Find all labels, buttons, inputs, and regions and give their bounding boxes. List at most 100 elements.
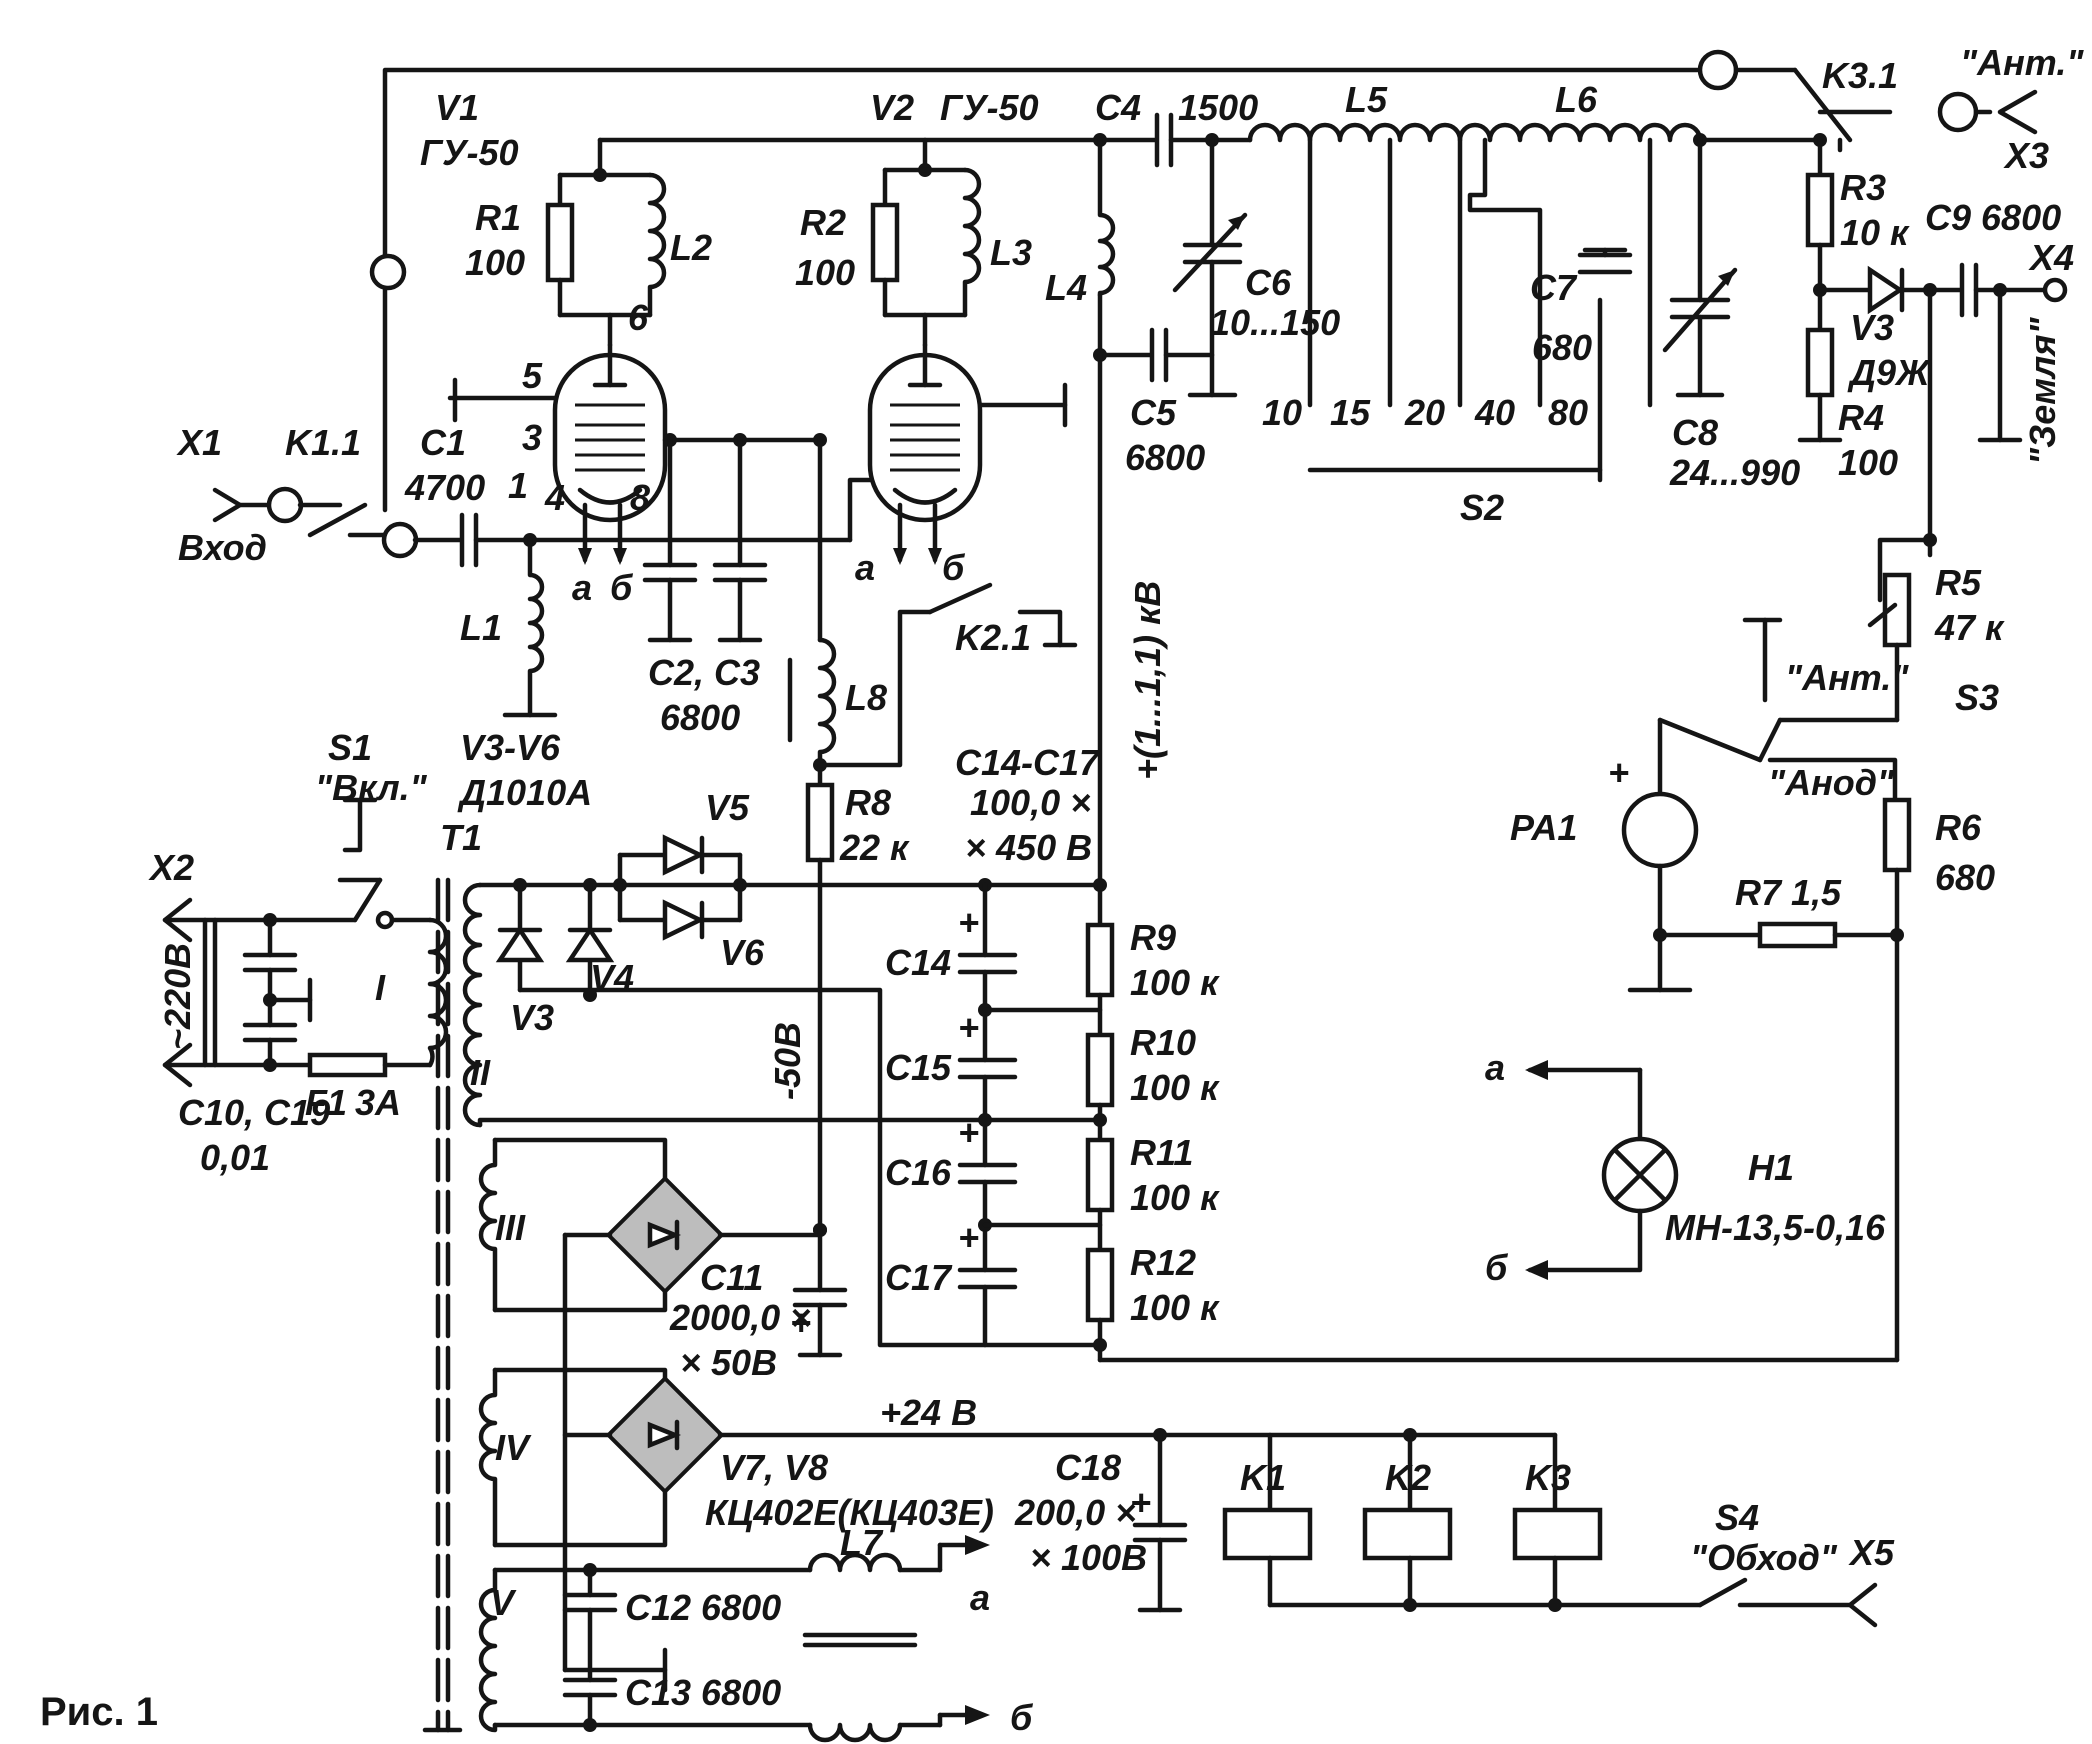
v1-anode-network (545, 137, 1103, 348)
s1-on-label: "Вкл." (315, 767, 428, 808)
v2-net-a: а (855, 547, 875, 588)
svg-text:+: + (1130, 1482, 1151, 1523)
figure-caption: Рис. 1 (40, 1690, 158, 1734)
l7-label: L7 (840, 1522, 884, 1563)
v1-pin6: 6 (628, 297, 649, 338)
bias-label: -50В (767, 1022, 808, 1100)
c10c19-ref: C10, C19 (178, 1092, 330, 1133)
c14-ref: C14 (885, 942, 951, 983)
c1-ref: C1 (420, 422, 466, 463)
meter-section (1621, 537, 1933, 1363)
svg-text:+: + (790, 1302, 811, 1343)
r6-ref: R6 (1935, 807, 1982, 848)
c18-value1: 200,0 × (1014, 1492, 1136, 1533)
c18-ref: C18 (1055, 1447, 1121, 1488)
winding-3-bias: + (478, 1137, 848, 1673)
v3v6-ref: V3-V6 (460, 727, 561, 768)
tube-v1 (447, 342, 823, 565)
screen-capacitors (642, 433, 827, 643)
tube-v2 (847, 342, 1068, 565)
r4-value: 100 (1838, 442, 1898, 483)
k1-label: K1 (1240, 1457, 1286, 1498)
svg-text:+: + (958, 902, 979, 943)
s3-ant-label: "Ант." (1785, 657, 1909, 698)
v7v8-ref: V7, V8 (720, 1447, 828, 1488)
r3-value: 10 к (1840, 212, 1910, 253)
c4-value: 1500 (1178, 87, 1258, 128)
v1-pin1: 1 (508, 465, 528, 506)
k31-label: K3.1 (1822, 55, 1898, 96)
svg-text:+: + (958, 1007, 979, 1048)
c1-value: 4700 (404, 467, 485, 508)
band-10: 10 (1262, 392, 1302, 433)
r5-ref: R5 (1935, 562, 1982, 603)
s1-label: S1 (328, 727, 372, 768)
x4-label: X4 (2028, 237, 2074, 278)
v3v6-type: Д1010А (457, 772, 592, 813)
screen-feed (787, 437, 1078, 1237)
r8-value: 22 к (839, 827, 910, 868)
c9-label: C9 6800 (1925, 197, 2061, 238)
fil-net-b: б (1010, 1697, 1034, 1738)
f1-ref: F1 (305, 1082, 347, 1123)
c15-ref: C15 (885, 1047, 952, 1088)
c8-ref: C8 (1672, 412, 1718, 453)
l2-label: L2 (670, 227, 712, 268)
x2-label: X2 (148, 847, 194, 888)
v1-net-a: а (572, 567, 592, 608)
band-80: 80 (1548, 392, 1588, 433)
k11-label: K1.1 (285, 422, 361, 463)
x4-ground-label: "Земля" (2022, 317, 2063, 465)
v4-label: V4 (590, 957, 634, 998)
hv-filter: + + + + (957, 882, 1900, 1363)
v5-label: V5 (705, 787, 750, 828)
l4-label: L4 (1045, 267, 1087, 308)
s2-label: S2 (1460, 487, 1504, 528)
c5-value: 6800 (1125, 437, 1205, 478)
r10-ref: R10 (1130, 1022, 1196, 1063)
winding-3-label: III (495, 1207, 526, 1248)
band-40: 40 (1474, 392, 1515, 433)
c11-ref: C11 (700, 1257, 763, 1298)
s4-bypass-label: "Обход" (1690, 1537, 1838, 1578)
r1-value: 100 (465, 242, 525, 283)
v3-label: V3 (510, 997, 554, 1038)
c18-value2: × 100В (1030, 1537, 1147, 1578)
l6-label: L6 (1555, 79, 1598, 120)
v3-det-type: Д9Ж (1847, 352, 1931, 393)
r2-value: 100 (795, 252, 855, 293)
winding-2-label: II (470, 1052, 491, 1093)
r5-value: 47 к (1934, 607, 2005, 648)
pa1-plus: + (1608, 752, 1629, 793)
l3-label: L3 (990, 232, 1032, 273)
c12-label: C12 6800 (625, 1587, 781, 1628)
r2-ref: R2 (800, 202, 846, 243)
l8-label: L8 (845, 677, 887, 718)
r3-ref: R3 (1840, 167, 1886, 208)
svg-text:+: + (958, 1112, 979, 1153)
r4-ref: R4 (1838, 397, 1884, 438)
pi-network (1093, 112, 1823, 883)
r6-value: 680 (1935, 857, 1995, 898)
relay-voltage-label: +24 В (880, 1392, 977, 1433)
swr-detector (1797, 133, 2068, 558)
x1-input-label: Вход (178, 527, 267, 568)
r1-ref: R1 (475, 197, 521, 238)
winding-1-label: I (375, 967, 386, 1008)
c4-ref: C4 (1095, 87, 1141, 128)
l5-label: L5 (1345, 79, 1388, 120)
l1-label: L1 (460, 607, 502, 648)
c14c17-value2: × 450 В (965, 827, 1092, 868)
r9-value: 100 к (1130, 962, 1220, 1003)
x3-label: X3 (2003, 135, 2049, 176)
r12-value: 100 к (1130, 1287, 1220, 1328)
mains-input (162, 797, 449, 1088)
v2-type: ГУ-50 (940, 87, 1039, 128)
v1-type: ГУ-50 (420, 132, 519, 173)
c7-value: 680 (1532, 327, 1592, 368)
winding-4-relay: + (478, 1367, 1878, 1628)
winding-2-hv (462, 834, 1107, 1348)
winding-4-label: IV (495, 1427, 532, 1468)
s4-label: S4 (1715, 1497, 1759, 1538)
c14c17-ref: C14-C17 (955, 742, 1101, 783)
